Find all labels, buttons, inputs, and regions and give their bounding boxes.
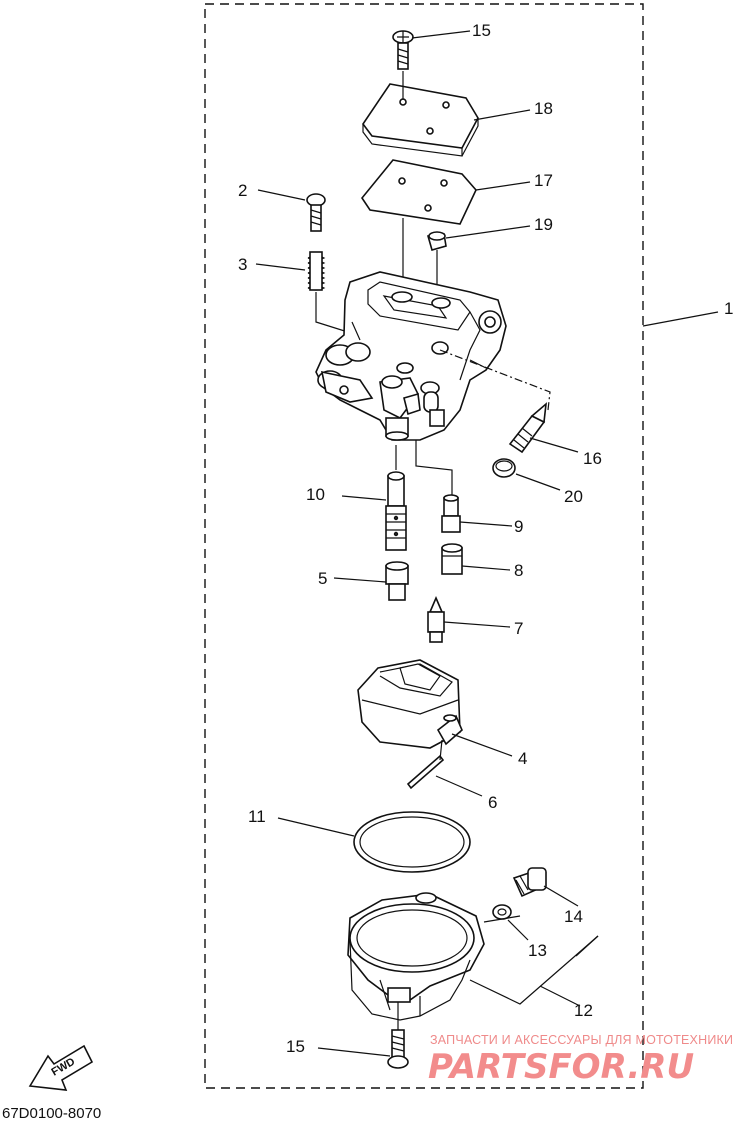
- callout-16: 16: [583, 449, 602, 468]
- callout-9: 9: [514, 517, 523, 536]
- callout-15-bottom: 15: [286, 1037, 305, 1056]
- callout-18: 18: [534, 99, 553, 118]
- part-13-washer: [492, 904, 512, 920]
- callout-10: 10: [306, 485, 325, 504]
- callout-20: 20: [564, 487, 583, 506]
- part-18-cover-plate: [362, 83, 479, 157]
- part-11-float-chamber-gasket: [353, 811, 471, 873]
- callout-17: 17: [534, 171, 553, 190]
- part-15-bottom-screw: [387, 1029, 409, 1069]
- part-10-emulsion-tube: [385, 471, 407, 551]
- assembly-boundary: [204, 3, 644, 1089]
- callout-5: 5: [318, 569, 327, 588]
- callout-15-top: 15: [472, 21, 491, 40]
- part-9-pilot-jet: [441, 494, 461, 533]
- part-15-top-screw: [392, 30, 414, 70]
- callout-13: 13: [528, 941, 547, 960]
- part-1-carburetor-body: [315, 271, 507, 441]
- watermark-brand: PARTSFOR.RU: [428, 1047, 694, 1087]
- callout-6: 6: [488, 793, 497, 812]
- part-3-spring: [307, 251, 326, 291]
- part-4-float: [357, 659, 463, 749]
- part-5-main-jet: [385, 561, 409, 601]
- callout-2: 2: [238, 181, 247, 200]
- part-8-valve-seat: [441, 543, 463, 575]
- part-2-screw: [306, 193, 326, 232]
- callout-7: 7: [514, 619, 523, 638]
- callout-4: 4: [518, 749, 527, 768]
- part-7-needle-valve: [427, 595, 445, 643]
- part-14-drain-screw: [512, 867, 547, 898]
- callout-14: 14: [564, 907, 583, 926]
- part-16-pilot-screw: [508, 402, 548, 454]
- part-6-float-pin: [406, 754, 445, 790]
- callout-1: 1: [724, 299, 733, 318]
- diagram-code: 67D0100-8070: [2, 1105, 101, 1122]
- callout-19: 19: [534, 215, 553, 234]
- fwd-arrow-icon: FWD: [28, 1044, 94, 1091]
- callout-3: 3: [238, 255, 247, 274]
- callout-12: 12: [574, 1001, 593, 1020]
- callout-11: 11: [248, 807, 266, 826]
- watermark-tagline: ЗАПЧАСТИ И АКСЕССУАРЫ ДЛЯ МОТОТЕХНИКИ: [430, 1033, 733, 1047]
- callout-8: 8: [514, 561, 523, 580]
- part-17-gasket: [361, 159, 477, 225]
- part-12-float-chamber: [347, 892, 485, 1021]
- part-19-plug: [426, 231, 447, 251]
- part-20-cap: [492, 458, 516, 478]
